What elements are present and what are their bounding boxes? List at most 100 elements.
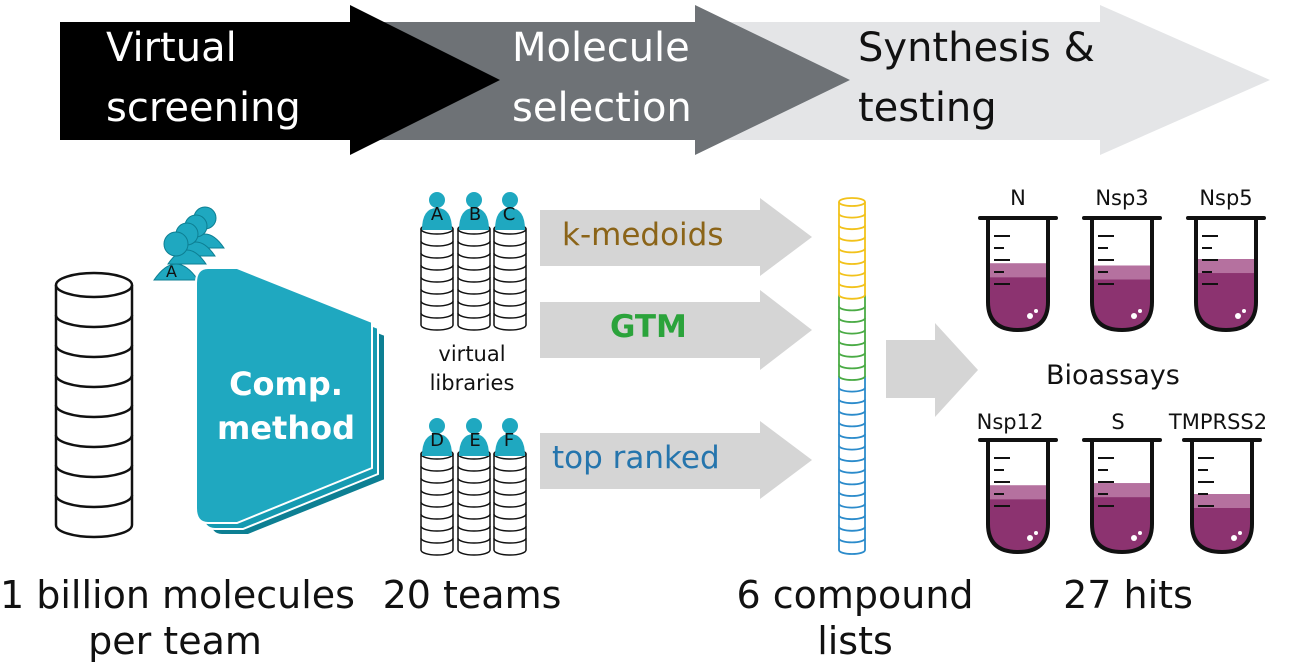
team-letter: C	[502, 204, 516, 225]
top-ranked-arrow	[540, 421, 812, 499]
stage-label-molecule-selection: Molecule selection	[512, 18, 692, 138]
test-tube-icon	[1082, 216, 1162, 333]
database-cylinder	[54, 271, 134, 539]
tube-bubble	[1231, 535, 1237, 541]
library-cylinder	[457, 448, 491, 556]
library-cylinder	[420, 448, 454, 556]
compound-lists-stack	[838, 197, 866, 555]
tube-liquid	[1092, 483, 1152, 552]
bioassays-label: Bioassays	[1046, 360, 1180, 391]
library-cylinder	[457, 223, 491, 331]
tube-liquid-top	[988, 263, 1048, 278]
tube-bubble	[1242, 309, 1246, 313]
library-cylinder	[420, 223, 454, 331]
team-member-icon	[429, 192, 445, 208]
method-line1: Comp.	[229, 365, 343, 403]
stage-3-line1: Synthesis &	[858, 25, 1095, 71]
team-letter: F	[503, 430, 515, 451]
tube-liquid-top	[988, 485, 1048, 500]
stage-1-line1: Virtual	[106, 25, 237, 71]
stage-3-line2: testing	[858, 85, 997, 131]
target-label: TMPRSS2	[1168, 410, 1268, 434]
tube-outline	[978, 216, 1058, 333]
team-member-icon-body	[422, 208, 452, 230]
compound-ring	[838, 197, 866, 555]
gtm-label: GTM	[610, 309, 687, 345]
tube-bubble	[1235, 313, 1241, 319]
team-member-icon	[502, 418, 518, 434]
stage-label-virtual-screening: Virtual screening	[106, 18, 301, 138]
target-label: Nsp12	[976, 410, 1044, 434]
lists-line2: lists	[817, 619, 893, 663]
library-cylinder	[493, 223, 527, 331]
stage-label-synthesis-testing: Synthesis & testing	[858, 18, 1095, 138]
library-cylinder	[493, 448, 527, 556]
team-letter: A	[430, 204, 444, 225]
molecules-line2: per team	[88, 619, 262, 663]
tube-liquid	[988, 263, 1048, 330]
team-member-icon-body	[459, 208, 489, 230]
tube-liquid-top	[1196, 259, 1256, 274]
teams-summary: 20 teams	[382, 573, 562, 617]
bioassays-arrow	[886, 323, 978, 417]
stage-arrow-screening	[60, 5, 500, 155]
target-label: S	[1111, 410, 1125, 434]
molecules-line1: 1 billion molecules	[0, 573, 355, 617]
tube-bubble	[1138, 309, 1142, 313]
test-tube-icon	[1186, 216, 1266, 333]
kmedoids-arrow	[540, 198, 812, 276]
tube-bubble	[1027, 313, 1033, 319]
team-member-icon	[429, 418, 445, 434]
molecules-summary: 1 billion molecules per team	[0, 572, 355, 664]
tube-liquid	[1092, 265, 1152, 330]
target-label: Nsp5	[1199, 186, 1253, 210]
tube-bubble	[1238, 531, 1242, 535]
tube-outline	[1186, 216, 1266, 333]
tube-liquid-top	[1092, 265, 1152, 280]
hits-summary: 27 hits	[1063, 573, 1193, 617]
team-letter: E	[469, 430, 481, 451]
computational-method-funnel	[195, 267, 386, 536]
team-people-icon	[153, 206, 225, 281]
team-member-icon-body	[459, 434, 489, 456]
lists-line1: 6 compound	[736, 573, 974, 617]
team-member-icon-body	[495, 208, 525, 230]
stage-2-line1: Molecule	[512, 25, 690, 71]
target-label: Nsp3	[1095, 186, 1149, 210]
virtual-libraries-label: virtual libraries	[412, 340, 532, 398]
test-tube-icon	[1182, 438, 1262, 555]
tube-liquid	[988, 485, 1048, 552]
team-member-icon-body	[422, 434, 452, 456]
test-tubes	[978, 216, 1266, 555]
tube-bubble	[1138, 531, 1142, 535]
team-letter: B	[468, 204, 482, 225]
team-member-icon	[466, 418, 482, 434]
tube-bubble	[1034, 531, 1038, 535]
stack-top	[54, 271, 134, 299]
stage-2-line2: selection	[512, 85, 692, 131]
team-member-icon-body	[495, 434, 525, 456]
stage-arrow-selection	[350, 5, 850, 155]
top-ranked-label: top ranked	[552, 440, 720, 476]
tube-liquid	[1192, 494, 1252, 552]
test-tube-icon	[978, 438, 1058, 555]
team-letter: D	[430, 430, 444, 451]
tube-bubble	[1131, 313, 1137, 319]
stack-top	[838, 197, 866, 207]
target-label: N	[1010, 186, 1026, 210]
kmedoids-label: k-medoids	[562, 217, 724, 253]
test-tube-icon	[1082, 438, 1162, 555]
tube-liquid	[1196, 259, 1256, 330]
team-member-icon	[466, 192, 482, 208]
lists-summary: 6 compound lists	[735, 572, 975, 664]
virtual-libraries-line1: virtual	[438, 342, 506, 366]
tube-outline	[1082, 216, 1162, 333]
tube-liquid-top	[1092, 483, 1152, 498]
gtm-arrow	[540, 290, 812, 370]
stage-1-line2: screening	[106, 85, 301, 131]
molecule-database-icon	[54, 271, 134, 539]
virtual-libraries-line2: libraries	[429, 371, 515, 395]
tube-outline	[978, 438, 1058, 555]
stage-arrow-synthesis	[700, 5, 1270, 155]
tube-outline	[1082, 438, 1162, 555]
